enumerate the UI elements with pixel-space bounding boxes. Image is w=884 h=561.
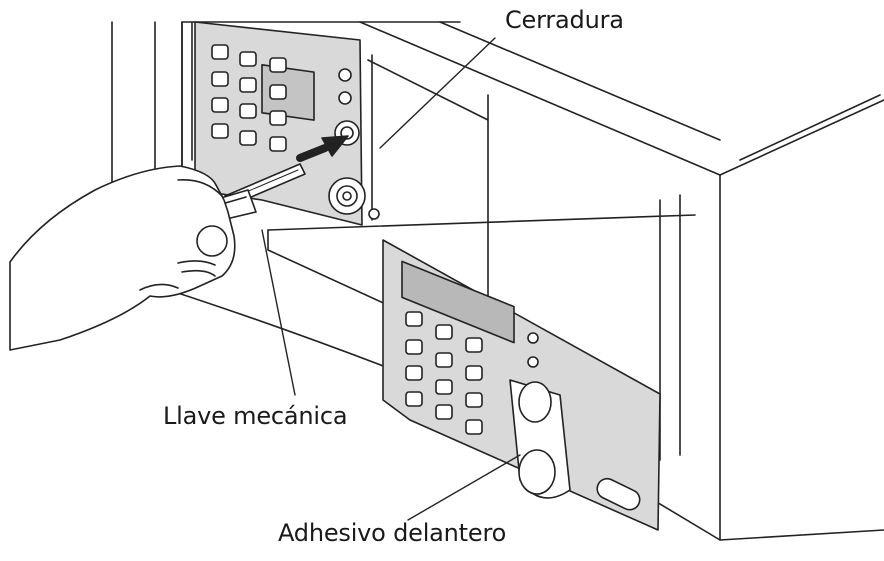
label-adhesivo-delantero: Adhesivo delantero [278,519,507,547]
front-sticker [383,240,660,530]
label-llave-mecanica: Llave mecánica [163,402,348,430]
mechanical-key [214,164,305,220]
hand [10,166,235,350]
leader-sticker [408,455,520,520]
dial-knob [329,178,365,214]
label-cerradura: Cerradura [505,6,624,34]
leader-key [262,230,295,395]
leader-lines [262,38,520,520]
leader-lock [380,38,495,148]
insert-arrow [300,136,348,158]
safe-keypad-panel [195,22,379,225]
